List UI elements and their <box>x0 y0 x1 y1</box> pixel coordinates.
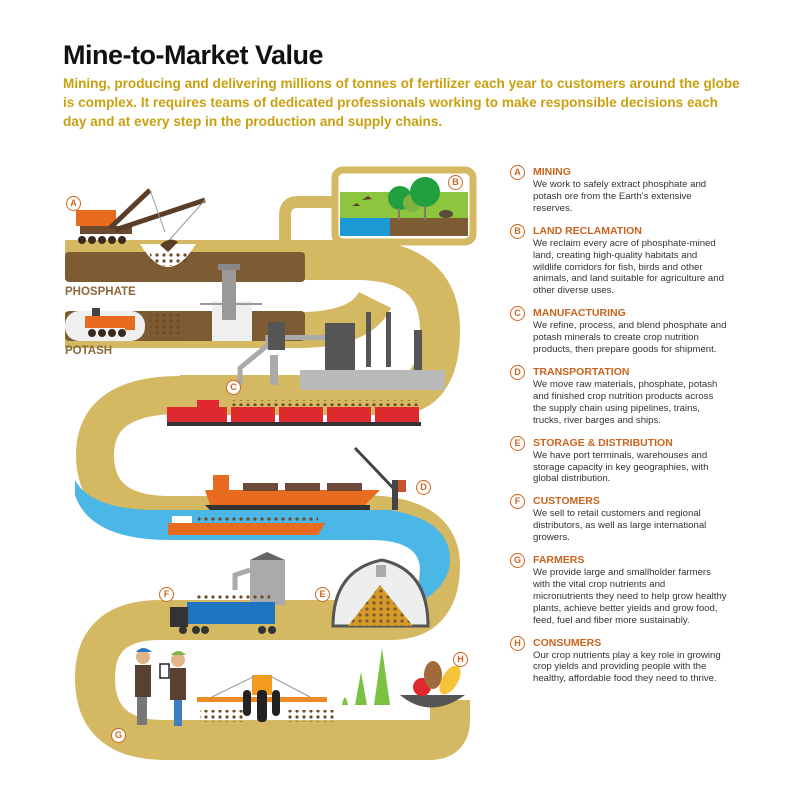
legend-item-farmers: G FARMERS We provide large and smallhold… <box>508 553 728 627</box>
continuous-miner-icon <box>85 308 135 337</box>
potash-label: POTASH <box>65 345 113 357</box>
legend-desc: We have port terminals, warehouses and s… <box>533 449 709 485</box>
marker-b: B <box>448 175 463 190</box>
phosphate-label: PHOSPHATE <box>65 286 136 298</box>
truck-icon <box>170 594 276 634</box>
legend-item-customers: F CUSTOMERS We sell to retail customers … <box>508 494 728 544</box>
crop-plants-icon <box>342 648 390 705</box>
marker-g: G <box>111 728 126 743</box>
badge-c: C <box>510 306 525 322</box>
legend-title: MANUFACTURING <box>533 307 626 320</box>
river-barge-icon <box>168 515 325 535</box>
legend-desc: We refine, process, and blend phosphate … <box>533 320 727 356</box>
legend-title: CONSUMERS <box>533 636 602 649</box>
page-title: Mine-to-Market Value <box>63 40 324 70</box>
marker-a: A <box>66 196 81 211</box>
legend-title: LAND RECLAMATION <box>533 224 642 237</box>
legend-title: TRANSPORTATION <box>533 365 630 378</box>
legend-title: MINING <box>533 166 571 178</box>
marker-f: F <box>159 587 174 602</box>
badge-e: E <box>510 435 525 451</box>
intro-text: Mining, producing and delivering million… <box>63 76 740 129</box>
legend-item-transportation: D TRANSPORTATION We move raw materials, … <box>508 364 728 427</box>
marker-d: D <box>416 480 431 495</box>
legend-title: FARMERS <box>533 554 585 567</box>
legend-desc: We work to safely extract phosphate and … <box>533 179 707 214</box>
food-bowl-icon <box>400 661 465 708</box>
badge-a: A <box>510 165 525 180</box>
legend-item-storage-distribution: E STORAGE & DISTRIBUTION We have port te… <box>508 435 728 486</box>
land-reclamation-scene <box>331 166 477 246</box>
legend-item-manufacturing: C MANUFACTURING We refine, process, and … <box>508 306 728 356</box>
legend-item-land-reclamation: B LAND RECLAMATION We reclaim every acre… <box>508 223 728 298</box>
legend-item-mining: A MINING We work to safely extract phosp… <box>508 165 728 215</box>
badge-f: F <box>510 494 525 510</box>
legend-desc: We sell to retail customers and regional… <box>533 508 707 544</box>
legend-desc: We move raw materials, phosphate, potash… <box>533 378 718 426</box>
marker-e: E <box>315 587 330 602</box>
factory-icon <box>237 312 445 390</box>
legend-item-consumers: H CONSUMERS Our crop nutrients play a ke… <box>508 635 728 686</box>
badge-g: G <box>510 553 525 569</box>
river <box>75 480 450 610</box>
supply-chain-path <box>65 196 470 760</box>
legend-desc: We reclaim every acre of phosphate-mined… <box>533 237 724 297</box>
legend-title: STORAGE & DISTRIBUTION <box>533 436 673 449</box>
badge-h: H <box>510 635 525 651</box>
badge-d: D <box>510 364 525 380</box>
cargo-ship-icon <box>205 475 380 510</box>
marker-c: C <box>226 380 241 395</box>
legend-title: CUSTOMERS <box>533 495 600 508</box>
marker-h: H <box>453 652 468 667</box>
storage-dome-icon <box>331 558 430 628</box>
farmers-icon <box>135 648 186 726</box>
legend-desc: We provide large and smallholder farmers… <box>533 567 727 626</box>
tractor-icon <box>197 675 335 722</box>
train-icon <box>167 400 421 426</box>
crane-icon <box>353 446 406 510</box>
legend-desc: Our crop nutrients play a key role in gr… <box>533 649 721 685</box>
badge-b: B <box>510 223 525 239</box>
dragline-excavator-icon <box>76 188 206 252</box>
phosphate-layer <box>65 252 305 282</box>
step-legend: A MINING We work to safely extract phosp… <box>508 165 728 695</box>
